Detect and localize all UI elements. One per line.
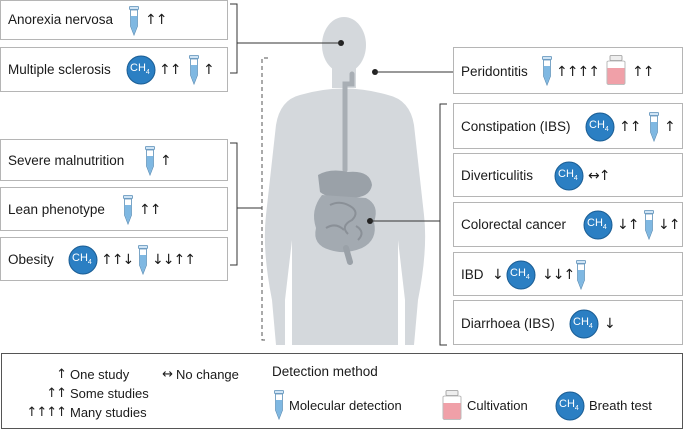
tube-icon — [189, 55, 199, 85]
ch4-breath-icon: CH4 — [585, 112, 615, 142]
bottle-icon — [604, 55, 628, 85]
box-ibd: IBD ↓ CH4 ↓↓↑ — [453, 252, 683, 296]
box-colorectal: Colorectal cancer CH4 ↓↑ ↓↑ — [453, 202, 683, 247]
legend-cultivation: Cultivation — [467, 398, 528, 413]
condition-label: Peridontitis — [461, 64, 528, 79]
legend-nochange-arrow: ↔ — [162, 367, 173, 382]
legend: ↑ One study ↑↑ Some studies ↑↑↑↑ Many st… — [1, 353, 683, 429]
tube-icon — [138, 245, 148, 275]
legend-breath: Breath test — [589, 398, 652, 413]
digestive-tract — [314, 71, 376, 265]
legend-molecular: Molecular detection — [289, 398, 402, 413]
box-obesity: Obesity CH4 ↑↑↓ ↓↓↑↑ — [0, 237, 228, 281]
arrows: ↑↑ — [159, 62, 181, 78]
ch4-breath-icon: CH4 — [555, 391, 585, 421]
arrows: ↓↓↑↑ — [152, 252, 196, 268]
arrows: ↑ — [203, 62, 215, 78]
box-constipation: Constipation (IBS) CH4 ↑↑ ↑ — [453, 103, 683, 149]
tube-icon — [644, 210, 654, 240]
condition-label: Colorectal cancer — [461, 217, 567, 232]
box-peridontitis: Peridontitis ↑↑↑↑ ↑↑ — [453, 47, 683, 94]
box-malnutrition: Severe malnutrition ↑ — [0, 139, 228, 181]
legend-one-arrow: ↑ — [56, 367, 67, 382]
legend-some-arrow: ↑↑ — [46, 386, 67, 401]
arrows: ↓↓↑ — [542, 267, 575, 283]
legend-some-text: Some studies — [70, 386, 149, 401]
legend-many-text: Many studies — [70, 405, 147, 420]
arrows: ↓ — [492, 267, 504, 283]
arrows: ↔↑ — [588, 168, 610, 184]
condition-label: Diarrhoea (IBS) — [461, 316, 555, 331]
arrows: ↑↑ — [619, 119, 641, 135]
arrows: ↑ — [664, 119, 676, 135]
box-lean: Lean phenotype ↑↑ — [0, 187, 228, 231]
arrows: ↑↑ — [145, 12, 167, 28]
arrows: ↓ — [604, 316, 616, 332]
dashed-bracket — [261, 57, 268, 341]
box-diarrhoea: Diarrhoea (IBS) CH4 ↓ — [453, 300, 683, 345]
legend-one-text: One study — [70, 367, 130, 382]
tube-icon — [274, 390, 284, 420]
tube-icon — [145, 146, 155, 176]
tube-icon — [649, 112, 659, 142]
tube-icon — [123, 195, 133, 225]
box-ms: Multiple sclerosis CH4 ↑↑ ↑ — [0, 47, 228, 92]
arrows: ↑↑↓ — [101, 252, 134, 268]
ch4-breath-icon: CH4 — [126, 55, 156, 85]
ch4-breath-icon: CH4 — [506, 260, 536, 290]
legend-nochange-text: No change — [176, 367, 239, 382]
condition-label: Constipation (IBS) — [461, 119, 571, 134]
condition-label: Multiple sclerosis — [8, 62, 111, 77]
arrows: ↓↑ — [617, 217, 639, 233]
box-anorexia: Anorexia nervosa ↑↑ — [0, 0, 228, 40]
arrows: ↓↑ — [658, 217, 680, 233]
arrows: ↑↑ — [632, 64, 654, 80]
ch4-breath-icon: CH4 — [569, 309, 599, 339]
condition-label: Anorexia nervosa — [8, 12, 114, 27]
condition-label: Diverticulitis — [461, 168, 534, 183]
tube-icon — [576, 260, 586, 290]
condition-label: IBD — [461, 267, 484, 282]
legend-method-title: Detection method — [272, 364, 378, 379]
tube-icon — [542, 56, 552, 86]
tube-icon — [129, 6, 139, 36]
legend-many-arrow: ↑↑↑↑ — [26, 405, 67, 420]
arrows: ↑↑ — [139, 202, 161, 218]
ch4-breath-icon: CH4 — [583, 210, 613, 240]
arrows: ↑ — [160, 153, 172, 169]
condition-label: Lean phenotype — [8, 202, 105, 217]
arrows: ↑↑↑↑ — [556, 64, 600, 80]
box-diverticulitis: Diverticulitis CH4 ↔↑ — [453, 153, 683, 197]
ch4-breath-icon: CH4 — [68, 245, 98, 275]
condition-label: Obesity — [8, 252, 54, 267]
condition-label: Severe malnutrition — [8, 153, 125, 168]
bottle-icon — [440, 390, 464, 420]
ch4-breath-icon: CH4 — [554, 161, 584, 191]
connector-lines — [230, 3, 453, 346]
